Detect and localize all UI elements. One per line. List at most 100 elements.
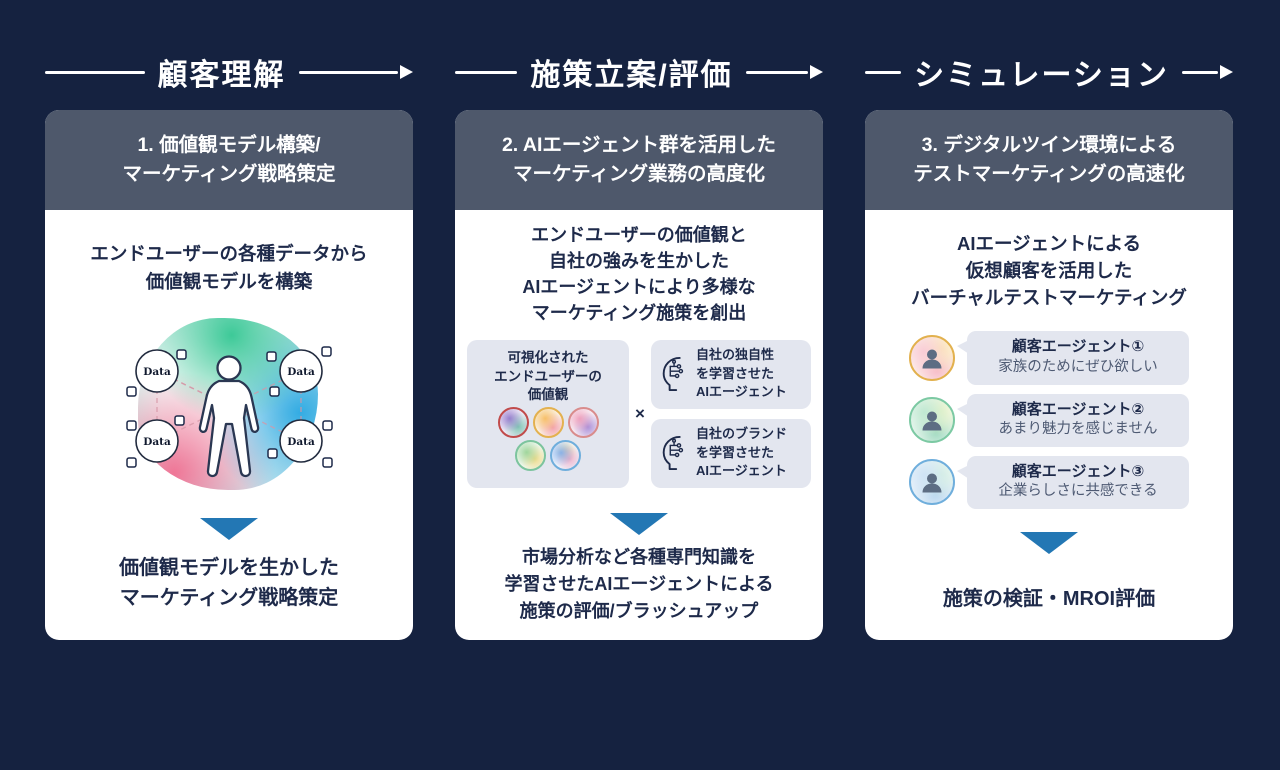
- down-arrow-icon: [1020, 531, 1078, 554]
- agent-comment: 企業らしさに共感できる: [998, 483, 1158, 500]
- data-node-square: [126, 419, 137, 431]
- text-line: エンドユーザーの価値観と: [531, 225, 747, 245]
- card1-description: エンドユーザーの各種データから 価値観モデルを構築: [90, 240, 367, 296]
- value-blob-row: [515, 440, 582, 472]
- text-line: 自社の強みを生かした: [549, 250, 729, 271]
- data-node-label: Data: [143, 366, 171, 378]
- text-line: AIエージェント: [695, 384, 787, 400]
- agent-speech-bubble: 顧客エージェント① 家族のためにぜひ欲しい: [957, 331, 1189, 385]
- text-line: バーチャルテストマーケティング: [911, 286, 1187, 308]
- text-line: 価値観: [527, 387, 569, 403]
- card-title-line: 2. AIエージェント群を活用した: [501, 133, 777, 156]
- text-line: 自社のブランド: [695, 426, 787, 442]
- card2-result: 市場分析など各種専門知識を 学習させたAIエージェントによる 施策の評価/ブラッ…: [504, 544, 773, 625]
- marketing-process-infographic: 顧客理解 施策立案/評価 シミュレーション 1. 価値観モデル構築/ マーケティ…: [0, 50, 1280, 770]
- agent-name: 顧客エージェント①: [1011, 338, 1145, 356]
- person-icon: [922, 349, 942, 369]
- card-title: 1. 価値観モデル構築/ マーケティング戦略策定: [45, 110, 413, 210]
- card-title-line: マーケティング業務の高度化: [513, 163, 765, 185]
- person-icon: [922, 473, 942, 493]
- data-node-label: Data: [287, 436, 315, 448]
- ai-agent-box-uniqueness: 自社の独自性 を学習させた AIエージェント: [650, 339, 811, 409]
- card1-result: 価値観モデルを生かした マーケティング戦略策定: [119, 553, 339, 613]
- customer-avatar-icon: [909, 459, 955, 506]
- text-line: マーケティング施策を創出: [531, 302, 747, 323]
- person-icon: [922, 411, 942, 431]
- data-node: Data: [135, 418, 179, 463]
- text-line: 仮想顧客を活用した: [965, 259, 1133, 281]
- data-node-square: [267, 447, 278, 459]
- ai-head-icon: [662, 357, 684, 392]
- data-nodes: Data Data Data: [135, 348, 323, 463]
- ai-agent-box-label: 自社のブランド を学習させた AIエージェント: [696, 425, 787, 480]
- flow-arrowhead-icon: [810, 65, 823, 79]
- flow-arrowhead-icon: [400, 65, 413, 79]
- data-node-square: [322, 456, 333, 468]
- agent-comment: 家族のためにぜひ欲しい: [998, 358, 1158, 375]
- text-line: を学習させた: [695, 365, 774, 381]
- flow-step-label: 施策立案/評価: [530, 59, 733, 92]
- agent-name: 顧客エージェント③: [1011, 462, 1145, 480]
- text-line: AIエージェント: [695, 463, 787, 479]
- card2-description: エンドユーザーの価値観と 自社の強みを生かした AIエージェントにより多様な マ…: [522, 223, 755, 327]
- data-node-square: [321, 345, 332, 357]
- values-box-label: 可視化された エンドユーザーの 価値観: [494, 349, 602, 406]
- card-ai-agents: 2. AIエージェント群を活用した マーケティング業務の高度化 エンドユーザーの…: [455, 110, 823, 640]
- data-node: Data: [279, 348, 323, 393]
- customer-agent-row: 顧客エージェント② あまり魅力を感じません: [909, 393, 1189, 447]
- data-node-square: [266, 350, 277, 362]
- ai-agent-box-brand: 自社のブランド を学習させた AIエージェント: [650, 418, 811, 488]
- card-title-line: 1. 価値観モデル構築/: [137, 133, 321, 156]
- value-blob-row: [497, 407, 599, 439]
- text-line: 施策の評価/ブラッシュアップ: [519, 600, 759, 621]
- visualized-values-box: 可視化された エンドユーザーの 価値観: [467, 339, 630, 488]
- card-title-line: テストマーケティングの高速化: [913, 163, 1185, 185]
- text-line: 施策の検証・MROI評価: [942, 587, 1156, 610]
- agent-comment: あまり魅力を感じません: [998, 421, 1158, 437]
- cards-row: 1. 価値観モデル構築/ マーケティング戦略策定 エンドユーザーの各種データから…: [45, 110, 1235, 640]
- value-blob-icon: [567, 407, 599, 439]
- data-node: Data: [135, 348, 179, 393]
- card-body: AIエージェントによる 仮想顧客を活用した バーチャルテストマーケティング: [865, 210, 1233, 640]
- value-model-illustration: Data Data Data: [99, 308, 359, 504]
- text-line: 学習させたAIエージェントによる: [504, 573, 774, 594]
- card-body: エンドユーザーの価値観と 自社の強みを生かした AIエージェントにより多様な マ…: [455, 210, 823, 640]
- card-title: 3. デジタルツイン環境による テストマーケティングの高速化: [865, 110, 1233, 210]
- data-node-label: Data: [287, 366, 315, 378]
- text-line: エンドユーザーの: [494, 368, 602, 384]
- data-node-square: [126, 385, 137, 397]
- flow-arrowhead-icon: [1220, 65, 1233, 79]
- text-line: 価値観モデルを生かした: [119, 556, 339, 579]
- card-title-line: 3. デジタルツイン環境による: [921, 133, 1177, 156]
- card3-description: AIエージェントによる 仮想顧客を活用した バーチャルテストマーケティング: [911, 231, 1187, 311]
- card3-result: 施策の検証・MROI評価: [943, 582, 1155, 611]
- data-node-square: [322, 419, 333, 431]
- customer-agent-row: 顧客エージェント③ 企業らしさに共感できる: [909, 455, 1189, 509]
- bubble-tail: [957, 402, 969, 417]
- agent-speech-bubble: 顧客エージェント③ 企業らしさに共感できる: [957, 455, 1189, 509]
- flow-header-row: 顧客理解 施策立案/評価 シミュレーション: [45, 50, 1235, 92]
- value-blob-icon: [532, 407, 564, 439]
- down-arrow-icon: [200, 517, 258, 540]
- text-line: AIエージェントによる: [956, 233, 1142, 254]
- text-line: エンドユーザーの各種データから: [90, 243, 368, 264]
- flow-line-left: [455, 70, 518, 74]
- card-title-line: マーケティング戦略策定: [122, 163, 336, 185]
- text-line: 価値観モデルを構築: [145, 270, 313, 292]
- flow-step-planning-evaluation: 施策立案/評価: [455, 50, 823, 94]
- flow-line-right: [1181, 70, 1218, 74]
- agent-speech-bubble: 顧客エージェント② あまり魅力を感じません: [957, 393, 1189, 447]
- flow-line-left: [865, 70, 902, 74]
- customer-avatar-icon: [909, 397, 955, 444]
- card-value-model: 1. 価値観モデル構築/ マーケティング戦略策定 エンドユーザーの各種データから…: [45, 110, 413, 640]
- ai-agent-boxes: 自社の独自性 を学習させた AIエージェント: [650, 339, 811, 488]
- text-line: 可視化された: [507, 349, 589, 365]
- text-line: マーケティング戦略策定: [119, 586, 339, 609]
- flow-line-right: [745, 70, 808, 74]
- data-node-label: Data: [143, 436, 171, 448]
- card-digital-twin: 3. デジタルツイン環境による テストマーケティングの高速化 AIエージェントに…: [865, 110, 1233, 640]
- flow-step-simulation: シミュレーション: [865, 50, 1233, 94]
- down-arrow-icon: [610, 512, 668, 535]
- text-line: 自社の独自性: [695, 347, 774, 363]
- value-model-diagram: Data Data Data: [126, 345, 333, 477]
